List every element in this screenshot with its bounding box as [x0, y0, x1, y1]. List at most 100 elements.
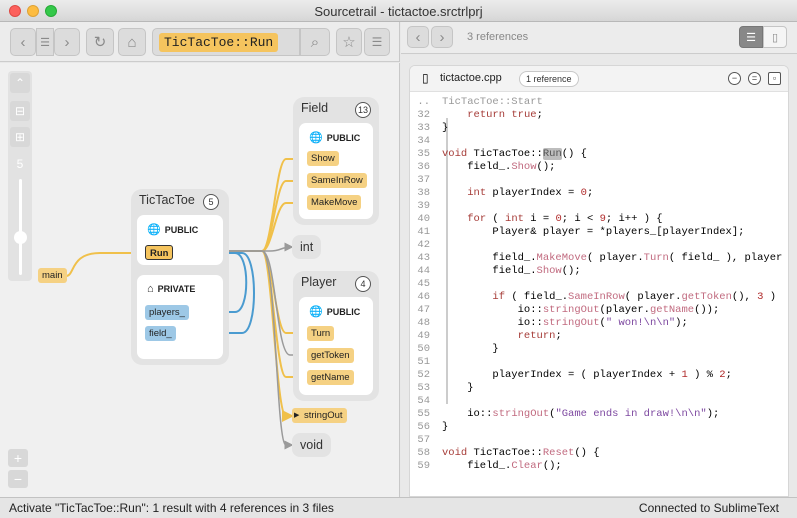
code-line[interactable]: 36 field_.Show();: [410, 161, 788, 174]
node-main[interactable]: main: [38, 268, 67, 283]
member-run[interactable]: Run: [145, 245, 174, 260]
chevron-left-icon: ‹: [20, 33, 26, 51]
zoom-in-button[interactable]: +: [8, 449, 28, 467]
code-line[interactable]: 46 if ( field_.SameInRow( player.getToke…: [410, 291, 788, 304]
code-line[interactable]: 48 io::stringOut(" won!\n\n");: [410, 317, 788, 330]
code-line[interactable]: 42: [410, 239, 788, 252]
member-field[interactable]: field_: [145, 326, 176, 341]
code-line[interactable]: 57: [410, 434, 788, 447]
member-gettoken[interactable]: getToken: [307, 348, 354, 363]
code-line[interactable]: 50 }: [410, 343, 788, 356]
code-line[interactable]: 49 return;: [410, 330, 788, 343]
search-input[interactable]: TicTacToe::Run: [152, 28, 300, 56]
search-button[interactable]: ⌕: [300, 28, 330, 56]
collapse-button[interactable]: ⌃: [10, 73, 30, 93]
code-line[interactable]: 40 for ( int i = 0; i < 9; i++ ) {: [410, 213, 788, 226]
line-number: 40: [417, 213, 430, 225]
code-line[interactable]: 56}: [410, 421, 788, 434]
code-line[interactable]: 41 Player& player = *players_[playerInde…: [410, 226, 788, 239]
forward-button[interactable]: ›: [54, 28, 80, 56]
layout-tree-icon: ⊟: [14, 104, 26, 118]
node-int[interactable]: int: [292, 235, 322, 259]
zoom-window-button[interactable]: [45, 5, 57, 17]
code-line[interactable]: 38 int playerIndex = 0;: [410, 187, 788, 200]
code-toolbar: ‹ › 3 references ☰ ▯: [401, 22, 797, 54]
code-text: return;: [517, 330, 562, 342]
code-view: ▯ tictactoe.cpp 1 reference − = ▫ ..TicT…: [401, 55, 797, 497]
graph-view[interactable]: ⌃ ⊟ ⊞ 5 + − Field 13 🌐PUBLIC Show Sa: [0, 63, 400, 497]
file-header[interactable]: ▯ tictactoe.cpp 1 reference − = ▫: [410, 66, 788, 92]
node-field-count[interactable]: 13: [355, 102, 371, 118]
code-line[interactable]: ..TicTacToe::Start: [410, 96, 788, 109]
snippet-file-button[interactable]: =: [748, 72, 761, 85]
line-number: 41: [417, 226, 430, 238]
minimize-file-button[interactable]: −: [728, 72, 741, 85]
maximize-file-button[interactable]: ▫: [768, 72, 781, 85]
file-name[interactable]: tictactoe.cpp: [440, 72, 502, 84]
line-number: 50: [417, 343, 430, 355]
zoom-slider-track[interactable]: [19, 179, 22, 275]
node-player-count[interactable]: 4: [355, 276, 371, 292]
prev-reference-button[interactable]: ‹: [407, 26, 429, 48]
member-makemove[interactable]: MakeMove: [307, 195, 362, 210]
code-line[interactable]: 44 field_.Show();: [410, 265, 788, 278]
code-line[interactable]: 45: [410, 278, 788, 291]
code-text: field_.MakeMove( player.Turn( field_ ), …: [442, 252, 783, 264]
back-button[interactable]: ‹: [10, 28, 36, 56]
node-tictactoe[interactable]: TicTacToe 5 🌐PUBLIC Run ⌂PRIVATE players…: [131, 189, 229, 365]
list-mode-button[interactable]: ☰: [739, 26, 763, 48]
code-line[interactable]: 33}: [410, 122, 788, 135]
expand-triangle-icon: ▶: [294, 412, 300, 419]
bookmark-button[interactable]: ☆: [336, 28, 362, 56]
node-player[interactable]: Player 4 🌐PUBLIC Turn getToken getName: [293, 271, 379, 401]
member-sameinrow[interactable]: SameInRow: [307, 173, 367, 188]
home-button[interactable]: ⌂: [118, 28, 146, 56]
line-number: 58: [417, 447, 430, 459]
code-line[interactable]: 51: [410, 356, 788, 369]
code-line[interactable]: 52 playerIndex = ( playerIndex + 1 ) % 2…: [410, 369, 788, 382]
zoom-slider-knob[interactable]: [14, 231, 27, 244]
zoom-out-button[interactable]: −: [8, 470, 28, 488]
reference-count: 3 references: [467, 31, 529, 43]
line-number: 35: [417, 148, 430, 160]
layout-horizontal-button[interactable]: ⊞: [10, 127, 30, 147]
code-line[interactable]: 39: [410, 200, 788, 213]
layout-vertical-button[interactable]: ⊟: [10, 101, 30, 121]
single-file-mode-button[interactable]: ▯: [763, 26, 787, 48]
node-stringout[interactable]: ▶stringOut: [292, 408, 347, 423]
code-line[interactable]: 54: [410, 395, 788, 408]
member-getname[interactable]: getName: [307, 370, 354, 385]
member-show[interactable]: Show: [307, 151, 339, 166]
code-line[interactable]: 55 io::stringOut("Game ends in draw!\n\n…: [410, 408, 788, 421]
refresh-button[interactable]: ↻: [86, 28, 114, 56]
node-player-title: Player: [301, 275, 337, 289]
code-line[interactable]: 59 field_.Clear();: [410, 460, 788, 473]
line-number: 44: [417, 265, 430, 277]
code-line[interactable]: 47 io::stringOut(player.getName());: [410, 304, 788, 317]
code-line[interactable]: 34: [410, 135, 788, 148]
node-void[interactable]: void: [292, 433, 331, 457]
node-tictactoe-count[interactable]: 5: [203, 194, 219, 210]
bookmark-manager-button[interactable]: ☰: [364, 28, 390, 56]
member-players[interactable]: players_: [145, 305, 189, 320]
next-reference-button[interactable]: ›: [431, 26, 453, 48]
code-text: for ( int i = 0; i < 9; i++ ) {: [467, 213, 663, 225]
status-message: Activate "TicTacToe::Run": 1 result with…: [9, 501, 334, 515]
code-text: TicTacToe::Start: [442, 96, 543, 108]
code-line[interactable]: 37: [410, 174, 788, 187]
file-icon: ▯: [422, 71, 429, 85]
line-number: 37: [417, 174, 430, 186]
code-line[interactable]: 43 field_.MakeMove( player.Turn( field_ …: [410, 252, 788, 265]
close-window-button[interactable]: [9, 5, 21, 17]
member-turn[interactable]: Turn: [307, 326, 335, 341]
line-number: 38: [417, 187, 430, 199]
history-button[interactable]: ☰: [36, 28, 54, 56]
ide-connection-status[interactable]: Connected to SublimeText: [638, 501, 779, 515]
code-line[interactable]: 53 }: [410, 382, 788, 395]
minimize-window-button[interactable]: [27, 5, 39, 17]
node-field[interactable]: Field 13 🌐PUBLIC Show SameInRow MakeMove: [293, 97, 379, 225]
code-line[interactable]: 32 return true;: [410, 109, 788, 122]
